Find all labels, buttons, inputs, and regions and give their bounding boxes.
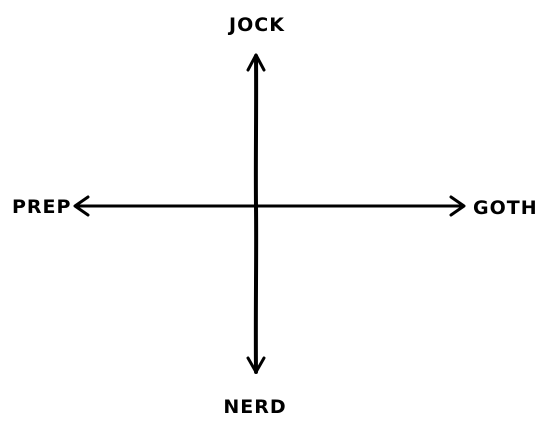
bottom-arrowhead [246, 356, 266, 374]
axes [73, 53, 466, 374]
label-right: GOTH [473, 197, 538, 219]
label-left: PREP [12, 196, 71, 218]
label-top: JOCK [227, 14, 285, 36]
left-arrowhead [73, 195, 90, 217]
label-bottom: NERD [223, 396, 286, 418]
top-arrowhead [246, 53, 266, 72]
right-arrowhead [449, 195, 466, 217]
